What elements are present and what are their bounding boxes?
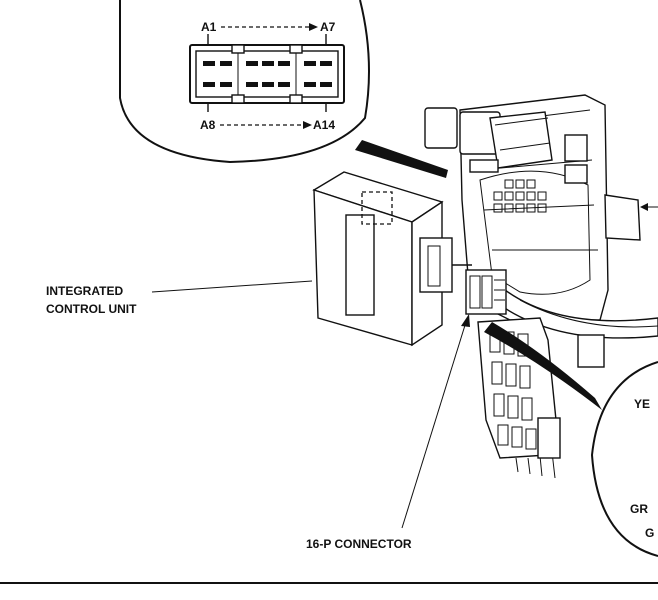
control-unit-leader-line (151, 280, 313, 293)
arrow-head-icon (640, 203, 648, 211)
control-unit-caption-line1: INTEGRATED (46, 284, 123, 298)
fuse-relay-box (424, 94, 658, 479)
control-unit-caption-line2: CONTROL UNIT (46, 302, 137, 316)
wire-color-callout: YE GR G (590, 361, 658, 557)
connector-leader-line (401, 321, 467, 529)
connector-caption: 16-P CONNECTOR (306, 537, 412, 551)
wire-color-label-upper: YE (634, 397, 650, 411)
callout-pointer (355, 140, 448, 178)
fuse-slot-grid (493, 179, 547, 213)
pin-label-a1: A1 (201, 20, 217, 34)
integrated-control-unit (312, 171, 472, 347)
connector-detail-callout: A1 A7 A8 A14 (119, 0, 448, 178)
arrow-head-icon (303, 121, 312, 129)
arrow-head-icon (461, 314, 470, 327)
sixteen-pin-connector (465, 269, 507, 315)
connector-face (189, 44, 345, 104)
wire-color-label-lower-1: GR (630, 502, 648, 516)
arrow-head-icon (309, 23, 318, 31)
wire-color-label-lower-2: G (645, 526, 654, 540)
pin-label-a8: A8 (200, 118, 216, 132)
pin-label-a7: A7 (320, 20, 336, 34)
pin-label-a14: A14 (313, 118, 335, 132)
